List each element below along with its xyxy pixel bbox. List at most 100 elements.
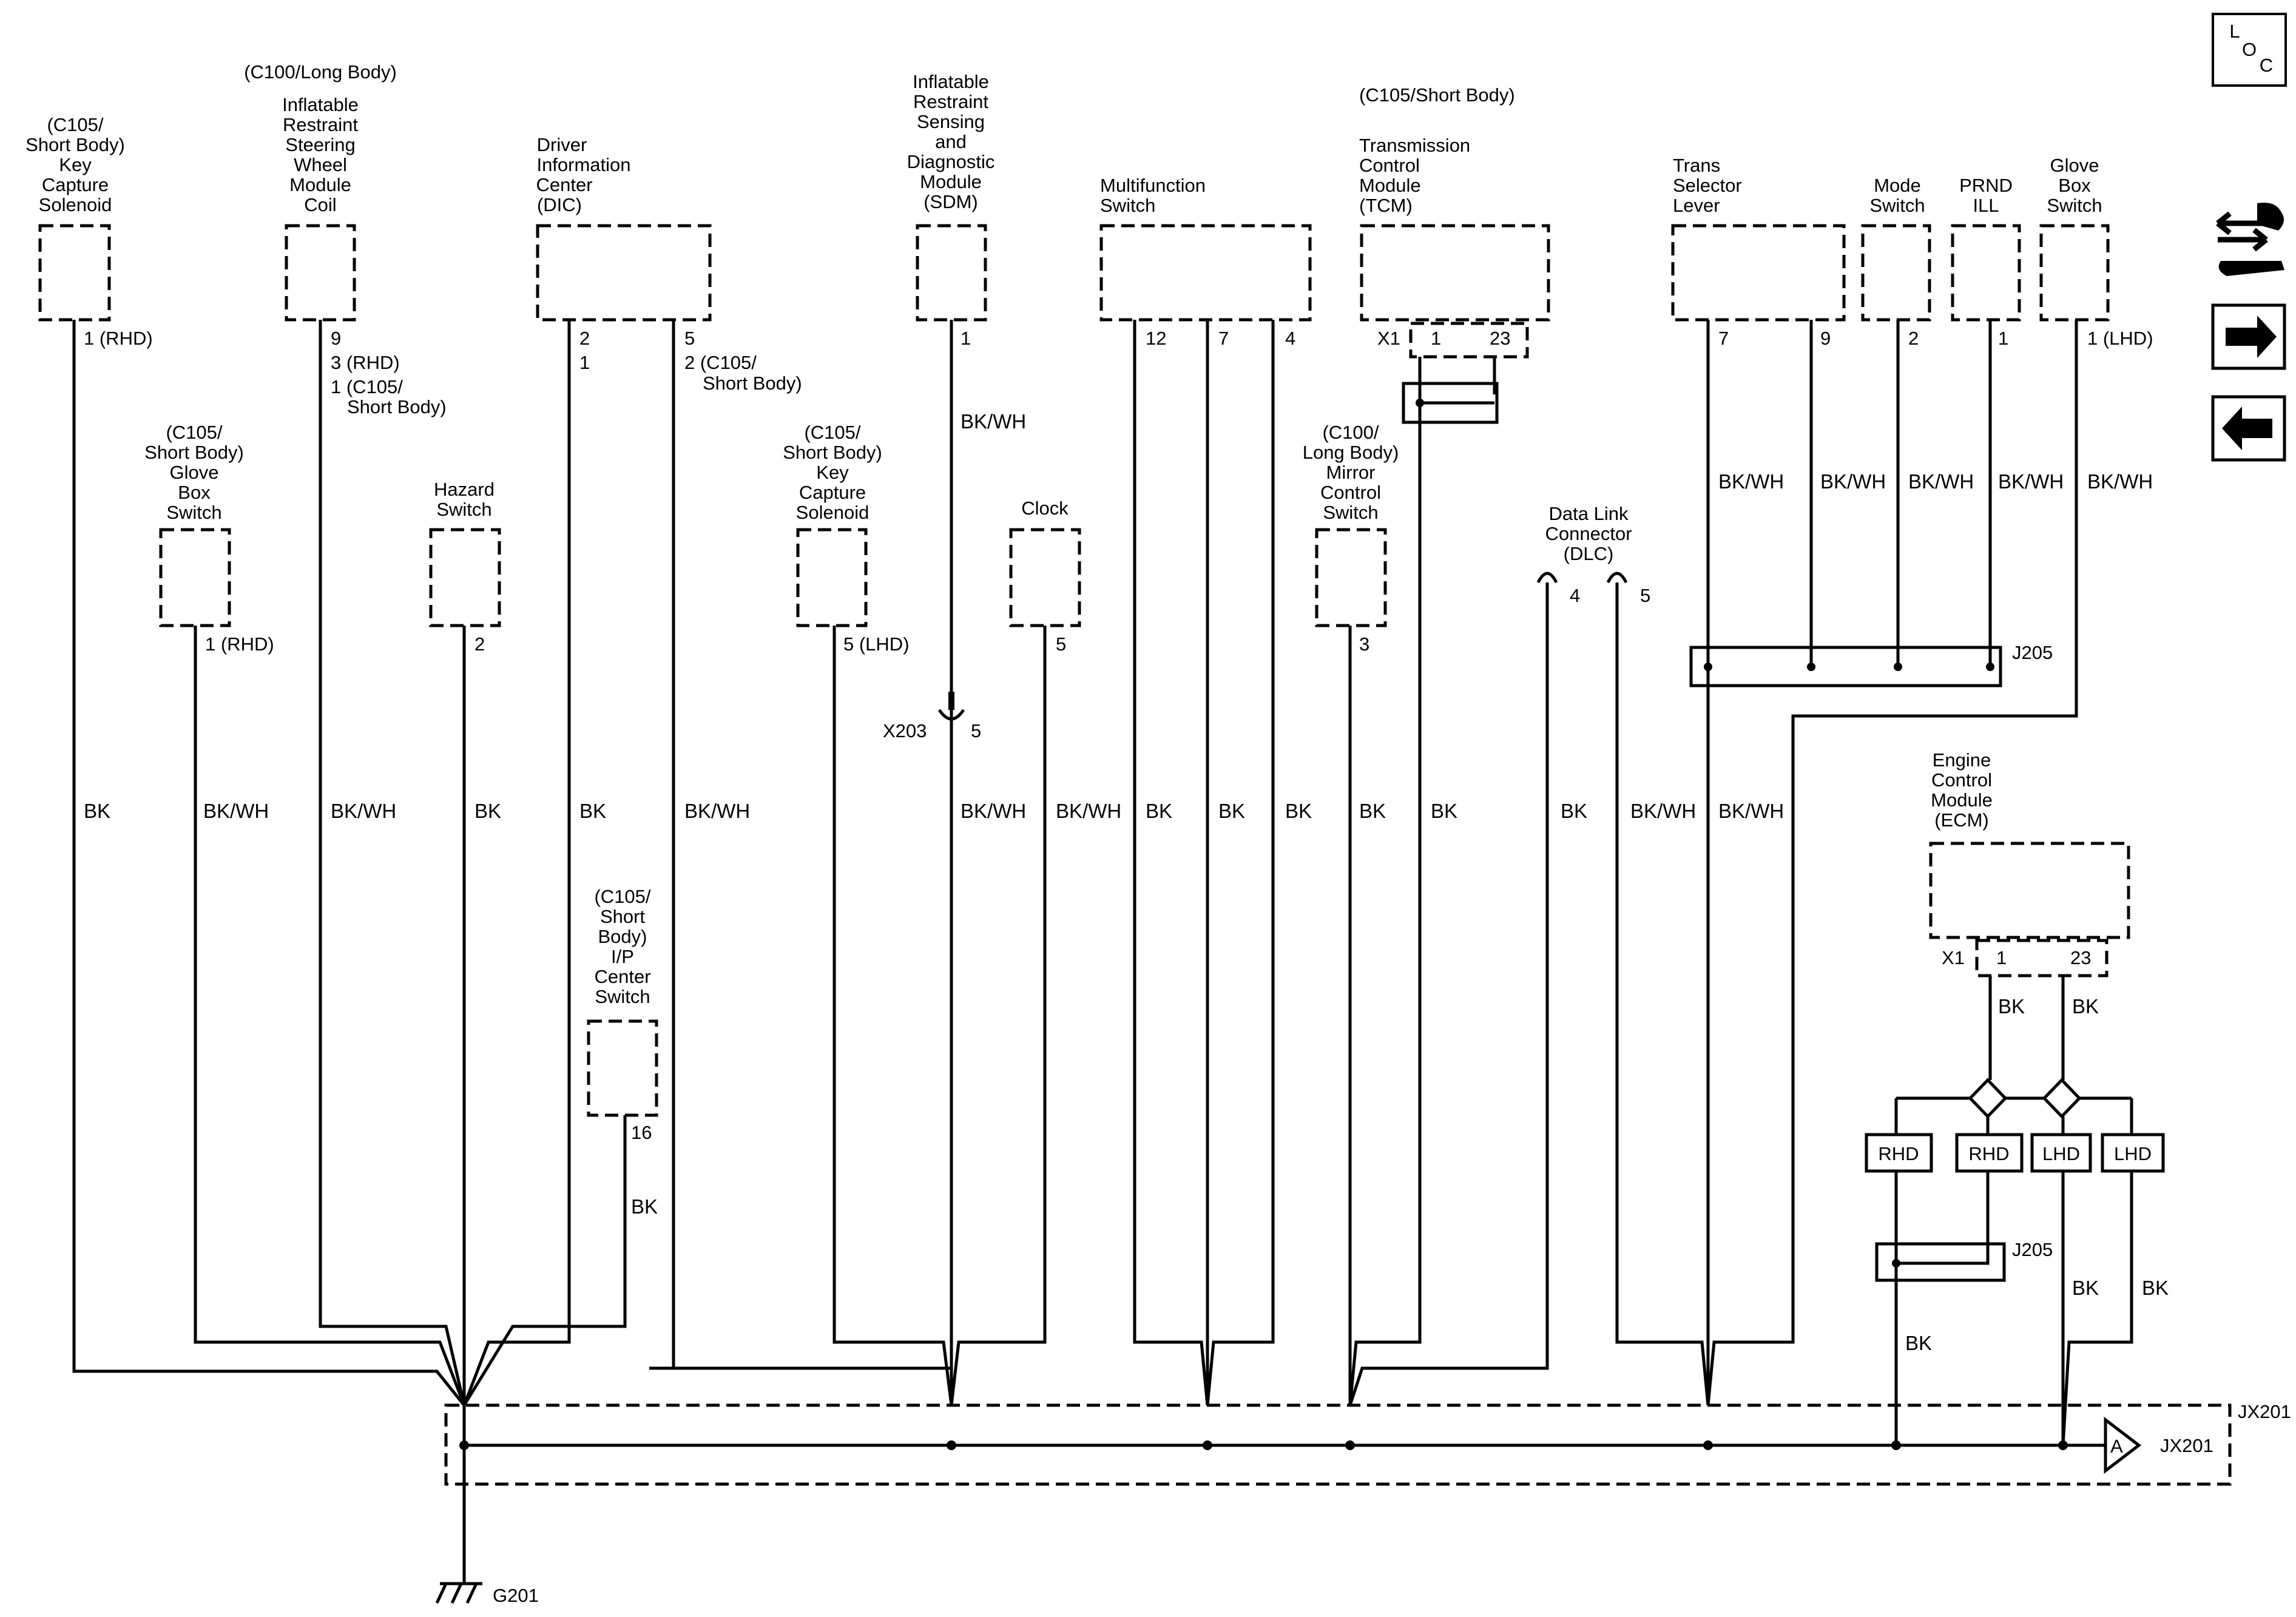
label-line: Restraint <box>283 114 358 135</box>
pin-label: 3 (RHD) <box>331 352 400 373</box>
arrow-right-icon <box>2226 316 2277 358</box>
label-line: (C105/ <box>594 886 650 907</box>
component-labels: (C105/ Short Body) Key Capture Solenoid … <box>25 61 2102 1007</box>
pin-label: 5 <box>1056 633 1066 655</box>
pin-label: Short Body) <box>347 396 447 417</box>
pin-label: 1 <box>1998 328 2008 349</box>
label-line: Short Body) <box>144 442 244 463</box>
connector-label: X1 <box>1377 328 1400 349</box>
label-line: I/P <box>611 946 634 967</box>
wire-color: BK/WH <box>1630 800 1696 822</box>
label-line: Module <box>920 171 982 192</box>
tools-icon[interactable] <box>2216 203 2284 276</box>
label-line: Switch <box>1869 195 1925 216</box>
wire-color: BK <box>1218 800 1245 822</box>
prev-page-button[interactable] <box>2211 395 2286 462</box>
label-line: Control <box>1931 769 1992 791</box>
loc-c: C <box>2260 55 2273 76</box>
pin-label: 5 <box>1640 585 1650 606</box>
label-line: Key <box>816 462 849 483</box>
pin-label: 23 <box>1490 328 1510 349</box>
wire-color: BK <box>2142 1277 2169 1299</box>
label-line: Diagnostic <box>907 151 995 172</box>
wire-color: BK <box>631 1195 658 1218</box>
label-line: and <box>935 131 967 152</box>
label-line: (ECM) <box>1934 809 1989 831</box>
connector-label: X203 <box>883 720 927 741</box>
label-line: Lever <box>1673 195 1720 216</box>
pin-label: 2 <box>1908 328 1919 349</box>
tcm-splice <box>1402 382 1499 424</box>
label-line: Module <box>1931 789 1993 811</box>
pin-label: 12 <box>1146 328 1166 349</box>
top-note: (C105/Short Body) <box>1359 84 1515 106</box>
label-line: Switch <box>595 986 650 1007</box>
wire-color: BK/WH <box>331 800 396 822</box>
label-line: (TCM) <box>1359 195 1413 216</box>
connector-label: X1 <box>1942 947 1965 968</box>
pin-label: 4 <box>1285 328 1295 349</box>
label-line: Connector <box>1545 523 1632 544</box>
label-line: Long Body) <box>1303 442 1399 463</box>
j205-splice-lower <box>1875 1242 2006 1282</box>
label-line: Restraint <box>913 91 988 112</box>
pin-label: 1 (LHD) <box>2087 328 2153 349</box>
label-line: Center <box>594 966 650 987</box>
label-line: Box <box>178 482 211 503</box>
wire-color: BK <box>1998 995 2025 1018</box>
label-line: Selector <box>1673 175 1742 196</box>
label-line: Sensing <box>917 111 985 132</box>
label-line: Coil <box>304 194 336 215</box>
component-boxes <box>38 224 2232 1486</box>
wire-color: BK <box>1359 800 1386 822</box>
option-label: RHD <box>1968 1143 2009 1164</box>
wire-color: BK <box>2072 995 2099 1018</box>
wire-color: BK/WH <box>1908 470 1974 493</box>
wire-color: BK <box>474 800 501 822</box>
pin-label: 1 <box>961 328 971 349</box>
label-line: Switch <box>166 502 221 523</box>
pin-label: 4 <box>1570 585 1580 606</box>
label-line: (C105/ <box>804 422 860 443</box>
wire-color: BK/WH <box>684 800 750 822</box>
splice-pack-arrow-letter: A <box>2110 1436 2123 1457</box>
connector-symbols <box>937 572 1628 721</box>
option-label: LHD <box>2114 1143 2152 1164</box>
label-line: Module <box>289 174 351 195</box>
loc-badge: L O C <box>2212 13 2287 87</box>
label-line: Capture <box>799 482 866 503</box>
pin-label: 1 (C105/ <box>331 376 403 397</box>
label-line: ILL <box>1973 195 1999 216</box>
wire-color: BK/WH <box>961 800 1026 822</box>
splice-pack-label: JX201 <box>2160 1435 2213 1456</box>
label-line: Transmission <box>1359 135 1470 156</box>
label-line: Inflatable <box>282 94 359 115</box>
label-line: Solenoid <box>796 502 869 523</box>
label-line: Short Body) <box>25 134 125 155</box>
pin-label: 2 <box>474 633 485 655</box>
label-line: Data Link <box>1549 503 1629 524</box>
ground-label: G201 <box>493 1585 539 1606</box>
pin-label: 1 <box>579 352 590 373</box>
loc-o: O <box>2242 39 2257 60</box>
pin-label: 9 <box>331 328 341 349</box>
label-line: Multifunction <box>1100 175 1206 196</box>
option-label: RHD <box>1878 1143 1919 1164</box>
wire-color: BK/WH <box>1056 800 1121 822</box>
pin-label: 7 <box>1218 328 1229 349</box>
pin-label: 1 <box>1996 947 2007 968</box>
label-line: Center <box>536 174 592 195</box>
label-line: Inflatable <box>913 71 989 92</box>
pin-label: Short Body) <box>703 373 802 394</box>
label-line: Information <box>536 154 630 175</box>
label-line: Mirror <box>1326 462 1376 483</box>
top-note: (C100/Long Body) <box>244 61 397 83</box>
next-page-button[interactable] <box>2211 303 2286 370</box>
label-line: Hazard <box>434 479 495 500</box>
pin-label: 5 <box>971 720 981 741</box>
wire-color: BK <box>1561 800 1587 822</box>
label-line: Solenoid <box>39 194 112 215</box>
wire-color: BK <box>1431 800 1457 822</box>
splice-pack-label: JX201 <box>2238 1401 2291 1422</box>
